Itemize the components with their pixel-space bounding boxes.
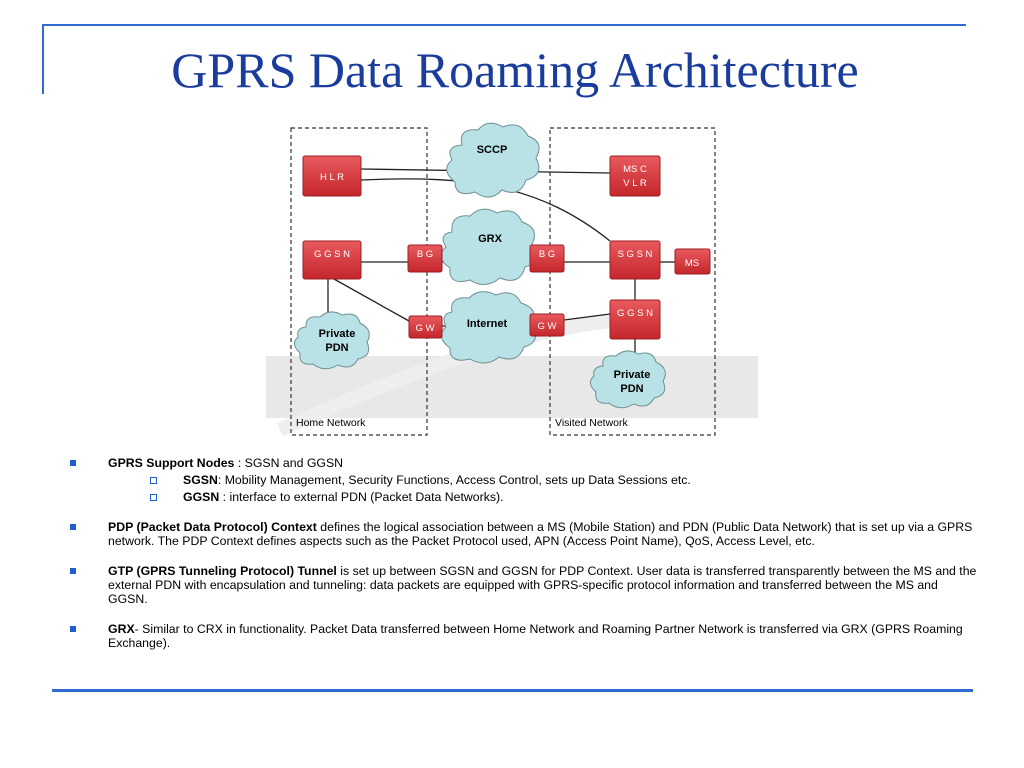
- link-gw-ggsn-visited: [563, 313, 611, 321]
- bullet-list: GPRS Support Nodes : SGSN and GGSN SGSN:…: [70, 456, 980, 666]
- grx-label: GRX: [478, 233, 503, 245]
- bullet-marker: [70, 524, 76, 530]
- private-pdn-home-label-1: Private: [319, 328, 356, 340]
- bullet-text: is set up between SGSN and GGSN for PDP …: [108, 564, 977, 606]
- private-pdn-home-label-2: PDN: [325, 342, 348, 354]
- sub-bullet-ggsn: GGSN : interface to external PDN (Packet…: [108, 490, 980, 504]
- home-network-label: Home Network: [296, 417, 366, 429]
- bullet-bold: GPRS Support Nodes: [108, 456, 235, 470]
- bullet-text: - Similar to CRX in functionality. Packe…: [108, 622, 963, 650]
- bullet-bold: GTP (GPRS Tunneling Protocol) Tunnel: [108, 564, 337, 578]
- bg-visited-label: B G: [539, 249, 555, 260]
- ggsn-home-node: [302, 240, 362, 280]
- hlr-label: H L R: [320, 172, 344, 183]
- bullet-text: : SGSN and GGSN: [234, 456, 344, 470]
- internet-label: Internet: [467, 318, 508, 330]
- gw-home-label: G W: [416, 323, 435, 334]
- sub-bullet-text: : Mobility Management, Security Function…: [217, 473, 691, 487]
- bullet-text: defines the logical association between …: [108, 520, 973, 548]
- sgsn-node: [609, 240, 661, 280]
- grx-cloud: [440, 208, 537, 285]
- sub-bullet-text: : interface to external PDN (Packet Data…: [219, 490, 504, 504]
- sgsn-label: S G S N: [618, 249, 653, 260]
- ms-label: MS: [685, 258, 699, 269]
- sub-bullet-marker: [150, 477, 157, 484]
- private-pdn-visited-cloud: [590, 350, 666, 409]
- bg-home-node: [407, 244, 443, 273]
- home-network-region: [290, 127, 428, 436]
- sub-bullet-bold: SGSN: [183, 473, 218, 487]
- private-pdn-home-cloud: [294, 311, 370, 370]
- ms-node: [674, 248, 711, 275]
- vlr-label: V L R: [623, 178, 647, 189]
- bullet-gtp-tunnel: GTP (GPRS Tunneling Protocol) Tunnel is …: [70, 564, 980, 606]
- internet-cloud: [440, 291, 537, 364]
- left-rule: [42, 24, 44, 94]
- sub-bullet-bold: GGSN: [183, 490, 220, 504]
- private-pdn-visited-label-1: Private: [614, 369, 651, 381]
- sccp-label: SCCP: [477, 144, 508, 156]
- ggsn-visited-node: [609, 299, 661, 340]
- ggsn-home-label: G G S N: [314, 249, 350, 260]
- gw-home-node: [408, 315, 443, 339]
- bullet-marker: [70, 626, 76, 632]
- top-rule: [44, 24, 966, 26]
- hlr-node: [302, 155, 362, 197]
- link-ggsn-gw: [333, 278, 410, 322]
- bullet-marker: [70, 568, 76, 574]
- bg-home-label: B G: [417, 249, 433, 260]
- bullet-pdp-context: PDP (Packet Data Protocol) Context defin…: [70, 520, 980, 548]
- msc-label: MS C: [623, 164, 647, 175]
- bg-visited-node: [529, 244, 565, 273]
- msc-vlr-node: [609, 155, 661, 197]
- bullet-bold: GRX: [108, 622, 135, 636]
- bottom-rule: [52, 689, 973, 692]
- bullet-support-nodes: GPRS Support Nodes : SGSN and GGSN SGSN:…: [70, 456, 980, 504]
- slide-title: GPRS Data Roaming Architecture: [171, 42, 859, 98]
- bullet-bold: PDP (Packet Data Protocol) Context: [108, 520, 317, 534]
- private-pdn-visited-label-2: PDN: [620, 383, 643, 395]
- gw-visited-label: G W: [538, 321, 557, 332]
- bullet-grx: GRX- Similar to CRX in functionality. Pa…: [70, 622, 980, 650]
- gw-visited-node: [529, 313, 565, 337]
- ggsn-visited-label: G G S N: [617, 308, 653, 319]
- visited-network-label: Visited Network: [555, 417, 629, 429]
- sub-bullet-sgsn: SGSN: Mobility Management, Security Func…: [108, 473, 980, 487]
- bullet-marker: [70, 460, 76, 466]
- visited-network-region: [549, 127, 716, 436]
- sccp-cloud: [446, 122, 540, 198]
- sub-bullet-marker: [150, 494, 157, 501]
